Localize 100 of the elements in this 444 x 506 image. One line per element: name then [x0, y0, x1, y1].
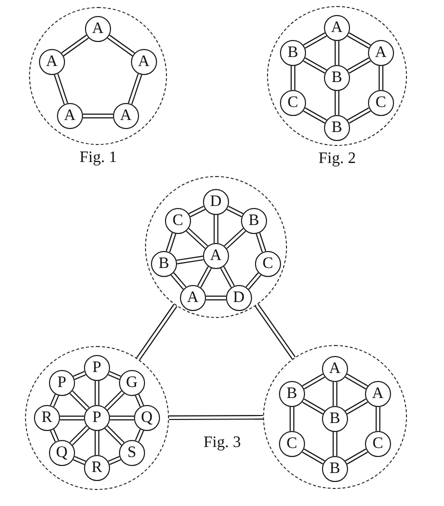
node-circle: R [34, 404, 60, 431]
double-line [69, 390, 90, 411]
node-circle: B [278, 380, 305, 407]
node-circle: A [322, 356, 348, 382]
double-line [128, 73, 142, 105]
figure-caption: Fig. 2 [318, 150, 356, 168]
double-line [50, 428, 60, 442]
node-circle: A [368, 40, 394, 66]
double-line [94, 430, 100, 456]
double-line [134, 428, 144, 442]
double-line [332, 381, 338, 407]
double-line [72, 456, 86, 466]
double-line [188, 206, 206, 218]
node-circle: P [84, 354, 110, 381]
node-circle: S [118, 440, 145, 466]
double-line [290, 406, 294, 432]
double-line [254, 304, 296, 360]
double-line [302, 373, 326, 390]
dashed-group-outline [145, 176, 287, 318]
double-line [302, 32, 328, 49]
double-line [334, 90, 340, 116]
double-line [60, 34, 90, 56]
node-circle: B [280, 40, 306, 66]
double-line [108, 456, 122, 466]
double-line [109, 416, 135, 420]
node-circle: C [278, 430, 305, 457]
double-line [302, 57, 328, 74]
double-line [59, 416, 85, 420]
dashed-group-outline [29, 7, 167, 145]
double-line [256, 232, 266, 253]
node-circle: A [112, 102, 139, 129]
node-circle: C [164, 208, 191, 234]
node-circle: B [324, 114, 350, 141]
double-line [376, 406, 380, 432]
node-circle: A [56, 102, 83, 129]
node-circle: A [38, 48, 65, 75]
node-circle: B [324, 64, 350, 91]
double-line [346, 57, 372, 74]
double-line [108, 370, 122, 380]
node-circle: C [280, 90, 306, 116]
node-circle: A [130, 48, 157, 75]
figure-caption: Fig. 1 [80, 149, 117, 167]
figure-caption: Fig. 3 [204, 434, 241, 452]
node-circle: A [324, 14, 350, 41]
double-line [205, 296, 227, 300]
node-circle: R [84, 454, 110, 481]
double-line [106, 34, 136, 56]
double-line [186, 228, 208, 250]
double-line [82, 114, 114, 118]
node-circle: D [226, 284, 252, 311]
node-circle: Q [134, 404, 160, 431]
double-line [176, 256, 204, 264]
node-circle: B [240, 208, 267, 234]
double-line [332, 431, 338, 457]
node-circle: A [202, 242, 229, 269]
double-line [72, 370, 86, 380]
node-circle: P [48, 370, 75, 396]
node-circle: Q [48, 440, 75, 466]
double-line [104, 425, 125, 446]
double-line [344, 398, 368, 415]
dashed-group-outline [263, 345, 407, 489]
double-line [302, 107, 328, 124]
double-line [334, 40, 340, 66]
node-circle: P [84, 404, 110, 431]
node-circle: B [150, 250, 177, 277]
double-line [197, 266, 212, 288]
node-circle: C [368, 90, 394, 116]
node-circle: G [118, 370, 145, 396]
double-line [346, 32, 372, 49]
node-circle: C [364, 430, 391, 457]
double-line [214, 214, 218, 244]
double-line [104, 390, 125, 411]
node-circle: A [364, 380, 391, 407]
node-circle: B [322, 406, 348, 432]
double-line [302, 398, 326, 415]
dashed-group-outline [267, 6, 407, 146]
double-line [54, 73, 68, 105]
double-line [170, 272, 186, 290]
double-line [69, 425, 90, 446]
double-line [50, 394, 60, 408]
double-line [134, 394, 144, 408]
node-circle: A [84, 16, 111, 42]
double-line [290, 65, 296, 91]
double-line [94, 380, 100, 406]
double-line [246, 272, 262, 290]
double-line [346, 107, 372, 124]
node-circle: A [180, 284, 206, 311]
double-line [136, 304, 178, 360]
double-line [166, 232, 176, 253]
node-circle: D [202, 188, 229, 215]
double-line [344, 373, 368, 390]
double-line [224, 228, 246, 250]
double-line [302, 448, 326, 465]
dashed-group-outline [25, 346, 169, 490]
double-line [168, 414, 264, 420]
double-line [344, 448, 368, 465]
double-line [220, 266, 235, 288]
double-line [226, 206, 244, 218]
node-circle: C [254, 250, 281, 277]
node-circle: B [322, 456, 348, 482]
